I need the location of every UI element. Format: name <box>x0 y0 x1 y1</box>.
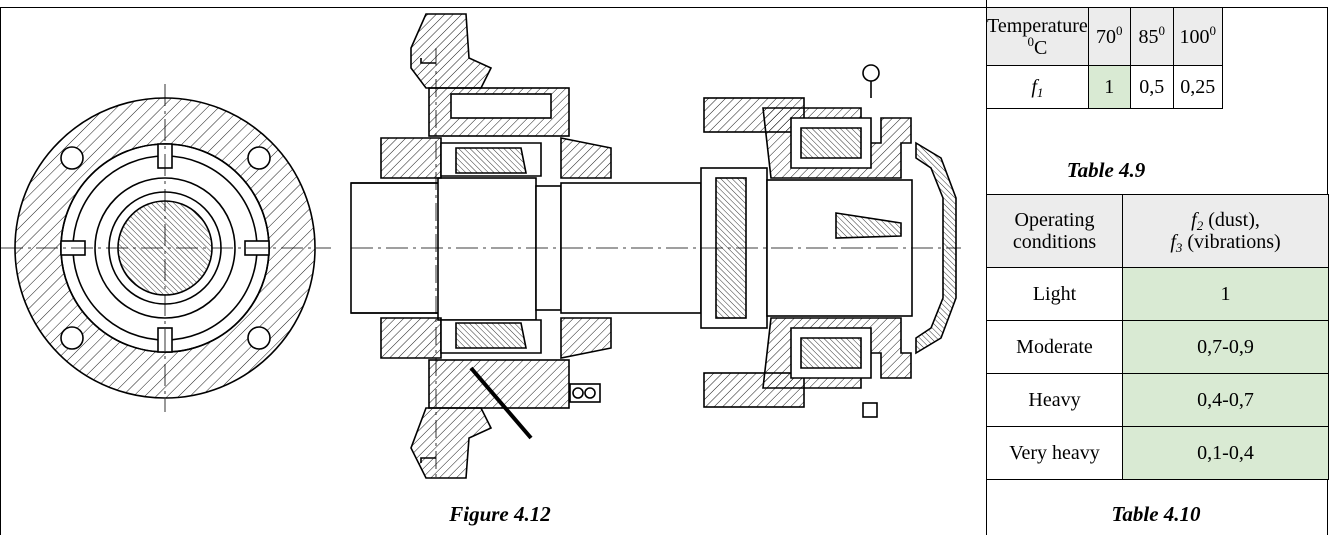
condition-label: Heavy <box>986 373 1123 427</box>
condition-value: 0,1-0,4 <box>1122 426 1329 480</box>
temp-col-3-value: 100 <box>1179 25 1210 48</box>
f3-text: (vibrations) <box>1182 231 1281 253</box>
temp-col-1-value: 70 <box>1096 25 1117 48</box>
table-row: Light 1 <box>986 267 1329 321</box>
f2-text: (dust), <box>1203 209 1260 231</box>
table-4-10-caption: Table 4.10 <box>1111 502 1201 526</box>
temp-col-3-degree: 0 <box>1209 22 1217 38</box>
temp-col-3: 1000 <box>1172 7 1223 66</box>
table-4-10: Operating conditions f2 (dust), f3 (vibr… <box>986 194 1329 480</box>
f1-value-100: 0,25 <box>1172 65 1223 109</box>
flange-front-view <box>1 84 331 412</box>
f2-f3-header: f2 (dust), f3 (vibrations) <box>1122 194 1329 268</box>
temperature-unit: C <box>1033 36 1048 59</box>
condition-value: 0,4-0,7 <box>1122 373 1329 427</box>
condition-label: Very heavy <box>986 426 1123 480</box>
operating-conditions-header: Operating conditions <box>986 194 1123 268</box>
condition-label: Moderate <box>986 320 1123 374</box>
condition-value: 1 <box>1122 267 1329 321</box>
temperature-header-cell: Temperature 0C <box>986 7 1089 66</box>
condition-value: 0,7-0,9 <box>1122 320 1329 374</box>
table-4-9-caption: Table 4.9 <box>1066 158 1146 182</box>
f1-label-cell: f1 <box>986 65 1089 109</box>
table-4-9: Temperature 0C 700 850 1000 f1 1 0,5 0,2… <box>986 7 1223 109</box>
figure-drawing <box>1 13 961 479</box>
table-4-9-value-row: f1 1 0,5 0,25 <box>986 65 1223 109</box>
temperature-unit-degree: 0 <box>1027 33 1034 49</box>
temp-col-2-value: 85 <box>1138 25 1159 48</box>
table-row: Very heavy 0,1-0,4 <box>986 426 1329 480</box>
table-4-9-header-row: Temperature 0C 700 850 1000 <box>986 7 1223 66</box>
operating-conditions-line1: Operating <box>1014 209 1095 231</box>
axle-box-section <box>700 64 961 418</box>
operating-conditions-line2: conditions <box>1012 231 1097 253</box>
f1-value-85: 0,5 <box>1129 65 1174 109</box>
f2-var: f <box>1191 209 1197 231</box>
temperature-label: Temperature <box>987 14 1088 37</box>
temp-col-1: 700 <box>1087 7 1131 66</box>
bearing-housing-section <box>350 13 702 479</box>
f1-value-70: 1 <box>1087 65 1131 109</box>
temp-col-1-degree: 0 <box>1116 22 1123 38</box>
f2-sub: 2 <box>1196 218 1204 233</box>
temp-col-2: 850 <box>1129 7 1174 66</box>
condition-label: Light <box>986 267 1123 321</box>
f1-sub: 1 <box>1036 84 1044 100</box>
table-4-10-header-row: Operating conditions f2 (dust), f3 (vibr… <box>986 194 1329 268</box>
f1-var: f <box>1031 75 1037 98</box>
f3-sub: 3 <box>1175 240 1183 255</box>
table-row: Heavy 0,4-0,7 <box>986 373 1329 427</box>
temp-col-2-degree: 0 <box>1158 22 1166 38</box>
f3-var: f <box>1170 231 1176 253</box>
figure-caption: Figure 4.12 <box>449 502 551 526</box>
table-row: Moderate 0,7-0,9 <box>986 320 1329 374</box>
